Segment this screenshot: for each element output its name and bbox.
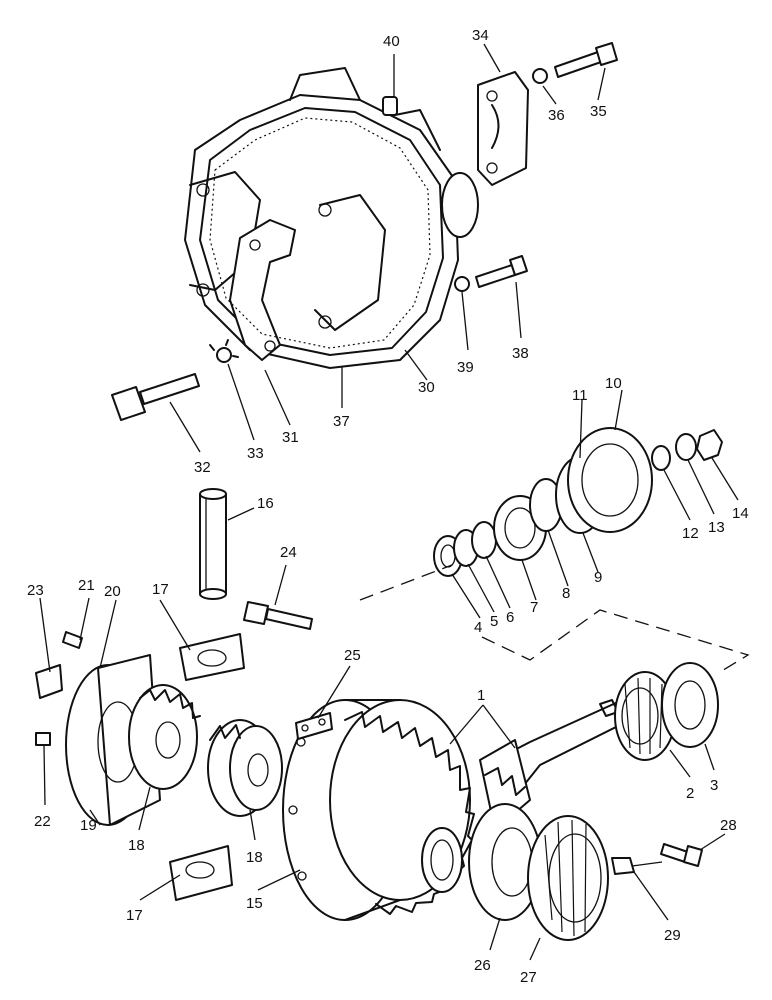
part-label-31: 31 — [282, 429, 299, 446]
part-label-11: 11 — [572, 387, 588, 404]
part-label-34: 34 — [472, 27, 489, 44]
bolt-38 — [454, 255, 528, 292]
crown-wheel-carrier — [282, 699, 475, 921]
part-label-28: 28 — [720, 817, 737, 834]
part-label-23: 23 — [27, 582, 44, 599]
part-label-15: 15 — [246, 895, 263, 912]
bearing-cap — [477, 71, 529, 186]
part-label-21: 21 — [78, 577, 95, 594]
part-label-25: 25 — [344, 647, 361, 664]
part-label-40: 40 — [383, 33, 400, 50]
part-label-30: 30 — [418, 379, 435, 396]
part-label-22: 22 — [34, 813, 51, 830]
part-label-9: 9 — [594, 569, 602, 586]
part-label-3: 3 — [710, 777, 718, 794]
cross-pin — [199, 488, 227, 600]
part-label-36: 36 — [548, 107, 565, 124]
part-label-29: 29 — [664, 927, 681, 944]
part-label-33: 33 — [247, 445, 264, 462]
assembly-dashed-line — [359, 564, 750, 673]
side-gear-left — [128, 684, 201, 790]
part-label-18-left: 18 — [128, 837, 145, 854]
part-label-20: 20 — [104, 583, 121, 600]
planet-gear-upper — [179, 633, 245, 681]
bolt-24 — [243, 601, 313, 630]
differential-housing — [184, 67, 479, 369]
part-label-39: 39 — [457, 359, 474, 376]
part-label-12: 12 — [682, 525, 699, 542]
part-label-2: 2 — [686, 785, 694, 802]
part-label-38: 38 — [512, 345, 529, 362]
part-label-7: 7 — [530, 599, 538, 616]
carrier-bearing-cup — [527, 815, 609, 941]
part-label-16: 16 — [257, 495, 274, 512]
leader-lines — [39, 43, 739, 961]
part-label-8: 8 — [562, 585, 570, 602]
pinion-bearing-stack — [433, 427, 723, 577]
bolt-32 — [111, 373, 200, 421]
bolt-35 — [532, 42, 618, 84]
part-label-13: 13 — [708, 519, 725, 536]
part-label-17-upper: 17 — [152, 581, 169, 598]
part-label-6: 6 — [506, 609, 514, 626]
part-label-5: 5 — [490, 613, 498, 630]
part-label-1: 1 — [477, 687, 485, 704]
planet-gear-lower — [169, 845, 233, 901]
part-number-labels: 40 34 36 35 39 38 30 37 31 33 32 16 24 1… — [27, 27, 749, 986]
part-label-19: 19 — [80, 817, 97, 834]
part-label-18-right: 18 — [246, 849, 263, 866]
side-gear-right — [207, 719, 283, 817]
lock-clip-29 — [611, 857, 635, 875]
part-label-14: 14 — [732, 505, 749, 522]
lock-washer-33 — [209, 339, 239, 363]
part-label-32: 32 — [194, 459, 211, 476]
part-label-24: 24 — [280, 544, 297, 561]
bolt-21 — [62, 631, 83, 649]
part-label-17-lower: 17 — [126, 907, 143, 924]
part-label-37: 37 — [333, 413, 350, 430]
pinion-bearing — [614, 662, 719, 761]
bolt-28 — [660, 843, 703, 867]
part-label-4: 4 — [474, 619, 482, 636]
part-label-27: 27 — [520, 969, 537, 986]
part-label-35: 35 — [590, 103, 607, 120]
part-label-10: 10 — [605, 375, 622, 392]
part-label-26: 26 — [474, 957, 491, 974]
